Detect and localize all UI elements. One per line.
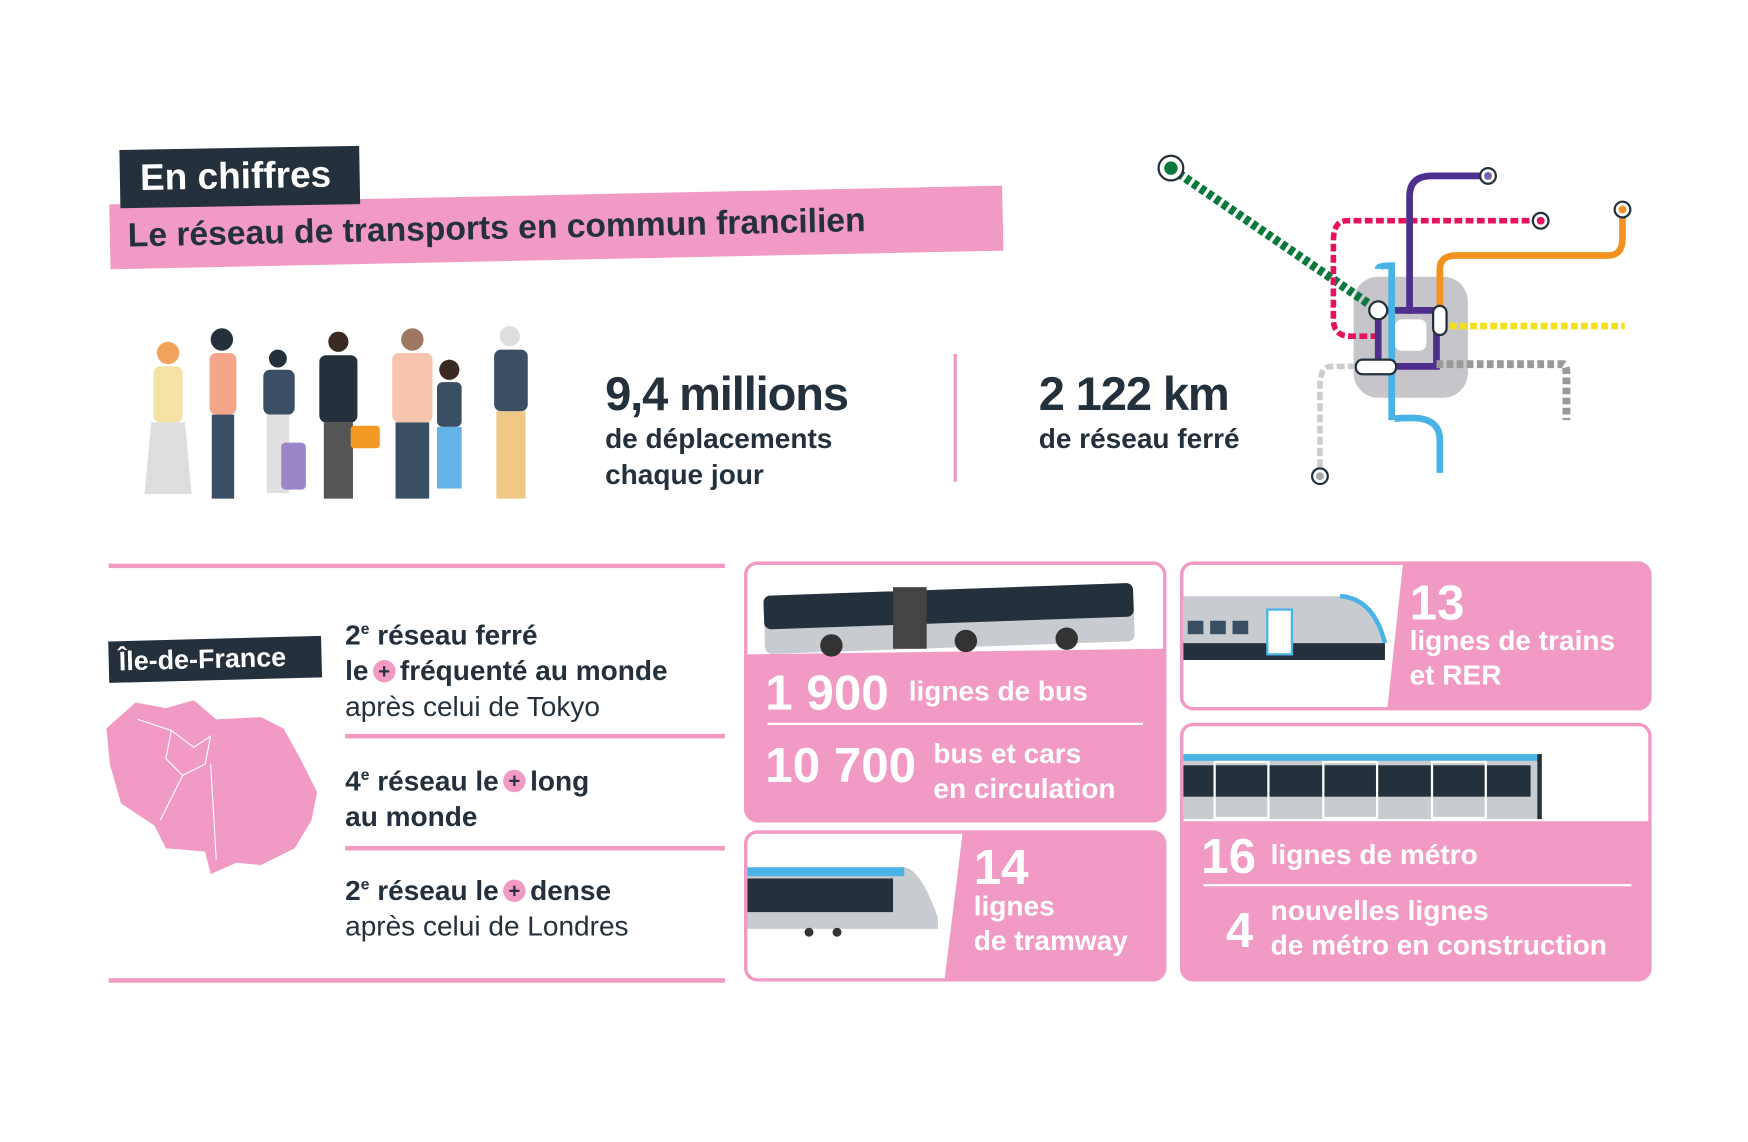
divider bbox=[108, 978, 725, 983]
person-icon bbox=[436, 359, 462, 489]
stat-value: 9,4 millions bbox=[605, 367, 849, 421]
metro-card: 16 lignes de métro 4 nouvelles lignes de… bbox=[1179, 722, 1652, 982]
fact-text: réseau ferré bbox=[377, 620, 538, 652]
fact-ranking-densest: 2e réseau le+dense après celui de Londre… bbox=[345, 866, 628, 945]
train-lines-label: lignes de trains bbox=[1409, 625, 1616, 657]
fact-text: après celui de Tokyo bbox=[345, 691, 600, 724]
bus-lines-count: 1 900 bbox=[765, 665, 889, 721]
new-metro-lines-label: nouvelles lignes bbox=[1270, 895, 1489, 927]
fact-text: réseau le bbox=[377, 875, 499, 907]
plus-icon: + bbox=[372, 660, 396, 683]
tram-illustration bbox=[747, 833, 963, 979]
fact-text: réseau le bbox=[377, 765, 499, 798]
person-icon bbox=[392, 328, 433, 499]
people-illustration bbox=[144, 326, 528, 499]
train-illustration bbox=[1183, 564, 1403, 708]
bus-fleet-label: bus et cars bbox=[933, 738, 1082, 770]
divider bbox=[108, 563, 725, 569]
stat-trips: 9,4 millions de déplacements chaque jour bbox=[605, 367, 849, 493]
fact-text: au monde bbox=[345, 801, 478, 833]
stat-rail-km: 2 122 km de réseau ferré bbox=[1039, 368, 1240, 458]
tram-lines-label: lignes bbox=[973, 890, 1055, 923]
person-icon bbox=[263, 349, 306, 494]
ordinal: e bbox=[360, 619, 370, 638]
region-label: Île-de-France bbox=[108, 635, 323, 683]
section-tag: En chiffres bbox=[119, 145, 361, 209]
tram-lines-count: 14 bbox=[973, 840, 1029, 896]
fact-text: après celui de Londres bbox=[345, 911, 629, 943]
divider bbox=[953, 354, 957, 482]
stat-value: 2 122 km bbox=[1038, 367, 1230, 421]
fact-ranking-busiest: 2e réseau ferré le+fréquenté au monde ap… bbox=[345, 611, 667, 726]
stat-label: de déplacements bbox=[605, 423, 833, 455]
tram-card: 14 lignes de tramway bbox=[744, 830, 1167, 982]
person-icon bbox=[144, 341, 192, 495]
fact-text: fréquenté au monde bbox=[399, 655, 668, 688]
divider bbox=[767, 722, 1143, 725]
person-icon bbox=[319, 331, 380, 499]
person-icon bbox=[209, 328, 237, 499]
new-metro-lines-label: de métro en construction bbox=[1270, 930, 1607, 962]
metro-illustration bbox=[1183, 726, 1649, 822]
fact-text: dense bbox=[530, 875, 612, 907]
stat-label: chaque jour bbox=[605, 459, 764, 491]
divider bbox=[345, 845, 725, 851]
metro-lines-count: 16 bbox=[1201, 829, 1257, 885]
bus-lines-label: lignes de bus bbox=[908, 675, 1088, 708]
bus-fleet-label: en circulation bbox=[933, 773, 1116, 805]
ile-de-france-map bbox=[106, 700, 318, 874]
train-lines-label: et RER bbox=[1409, 659, 1502, 692]
plus-icon: + bbox=[503, 879, 526, 903]
trains-card: 13 lignes de trains et RER bbox=[1179, 561, 1652, 711]
ordinal: e bbox=[360, 765, 370, 784]
fact-ranking-longest: 4e réseau le+long au monde bbox=[345, 756, 589, 835]
fact-text: long bbox=[530, 765, 590, 798]
divider bbox=[1203, 884, 1632, 887]
metro-lines-label: lignes de métro bbox=[1270, 839, 1478, 871]
fact-text: le bbox=[345, 655, 369, 688]
person-icon bbox=[494, 326, 528, 499]
ordinal: e bbox=[360, 875, 370, 894]
bus-card: 1 900 lignes de bus 10 700 bus et cars e… bbox=[744, 561, 1167, 823]
tram-lines-label: de tramway bbox=[973, 925, 1128, 957]
metro-map-illustration bbox=[1157, 154, 1632, 486]
new-metro-lines-count: 4 bbox=[1225, 903, 1254, 959]
bus-fleet-count: 10 700 bbox=[765, 738, 917, 794]
train-lines-count: 13 bbox=[1409, 575, 1465, 631]
bus-illustration bbox=[747, 564, 1164, 657]
plus-icon: + bbox=[503, 770, 526, 793]
fact-rank: 2 bbox=[345, 620, 361, 652]
stat-label: de réseau ferré bbox=[1038, 423, 1240, 455]
divider bbox=[345, 733, 725, 739]
fact-rank: 2 bbox=[345, 875, 361, 907]
fact-rank: 4 bbox=[345, 765, 361, 798]
